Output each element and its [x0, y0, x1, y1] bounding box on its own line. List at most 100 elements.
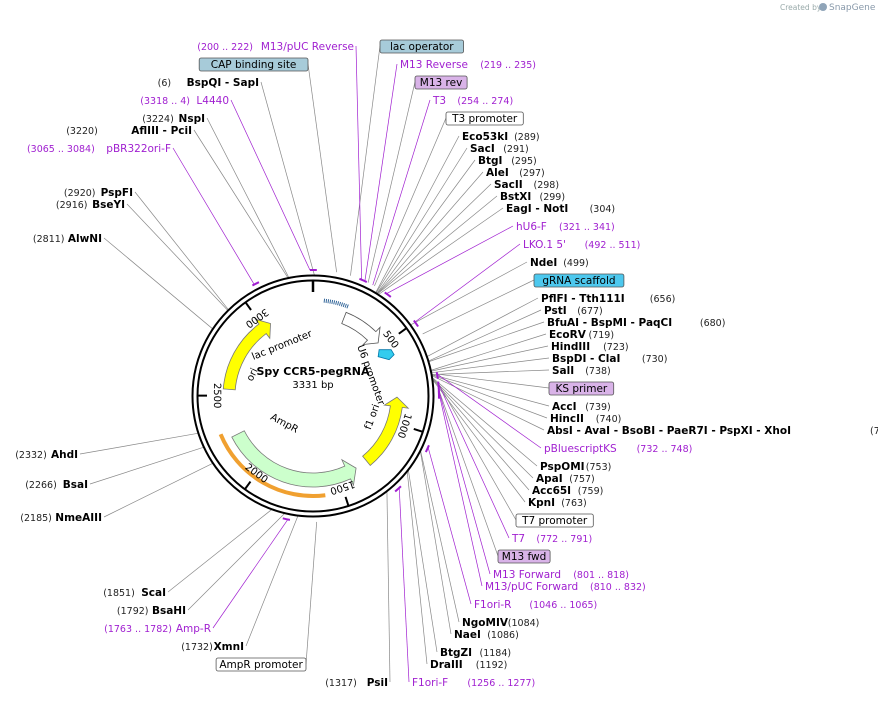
leader-line [432, 378, 530, 491]
feature-box-name: CAP binding site [211, 59, 297, 71]
lac-promoter-region [323, 298, 350, 309]
credit-prefix: Created by [780, 3, 822, 12]
enzyme-position: (291) [503, 144, 529, 155]
tick-label-2500: 2500 [211, 383, 222, 408]
feature-box-name: T3 promoter [451, 113, 518, 125]
site-label-t3: T3(254 .. 274) [432, 95, 513, 107]
enzyme-position: (1084) [508, 618, 540, 629]
primer-name: L4440 [196, 95, 229, 107]
leader-line [187, 513, 285, 611]
site-label-psti: PstI(677) [544, 305, 603, 317]
enzyme-position: (298) [534, 180, 560, 191]
backbone-inner-strand [196, 279, 430, 513]
site-label-bsahi: BsaHI(1792) [117, 605, 186, 617]
leader-line [307, 63, 337, 273]
enzyme-name: BfuAI - BspMI - PaqCI [547, 317, 672, 329]
enzyme-name: AccI [552, 401, 576, 413]
site-label-t7-promoter: T7 promoter [515, 513, 594, 528]
site-label-bseyi: BseYI(2916) [56, 199, 125, 211]
site-label-m13-fwd: M13 fwd [497, 549, 551, 564]
enzyme-position: (753) [586, 462, 612, 473]
site-label-m13-forward: M13 Forward(801 .. 818) [493, 569, 629, 581]
primer-name: F1ori-R [474, 599, 511, 611]
primer-site-mark [424, 444, 430, 453]
site-label-xmni: XmnI(1732) [181, 641, 244, 653]
leader-line [377, 195, 498, 295]
leader-line [432, 378, 534, 479]
site-label-ahdi: AhdI(2332) [15, 449, 78, 461]
primer-name: Amp-R [176, 623, 211, 635]
leader-line [432, 377, 538, 467]
enzyme-position: (2811) [33, 234, 65, 245]
primer-name: hU6-F [516, 221, 547, 233]
feature-box [533, 273, 625, 288]
leader-line [372, 99, 431, 286]
enzyme-name: NspI [179, 113, 205, 125]
site-label-bfuai-bspmi-paqci: BfuAI - BspMI - PaqCI(680) [547, 317, 725, 329]
leader-line [378, 207, 504, 295]
leader-line [431, 357, 550, 374]
tick-mark-1500 [344, 496, 350, 506]
primer-position: (219 .. 235) [480, 60, 536, 71]
enzyme-position: (304) [590, 204, 616, 215]
leader-line [428, 309, 542, 362]
site-label-sali: SalI(738) [552, 365, 611, 377]
site-label-naei: NaeI(1086) [454, 629, 519, 641]
enzyme-name: ScaI [141, 587, 166, 599]
enzyme-name: EcoRV [549, 329, 587, 341]
site-label-hincii: HincII(740) [550, 413, 621, 425]
feature-box [548, 381, 615, 396]
primer-position: (200 .. 222) [197, 42, 253, 53]
feature-box-name: M13 fwd [502, 551, 547, 563]
primer-name: M13/pUC Reverse [261, 41, 354, 53]
site-label-pflfi-tth111i: PflFI - Tth111I(656) [541, 293, 675, 305]
site-label-bspqi-sapi: BspQI - SapI(6) [158, 77, 259, 89]
enzyme-position: (499) [563, 258, 589, 269]
leader-line [89, 446, 204, 485]
plasmid-name: Spy CCR5-pegRNA [256, 365, 370, 378]
site-label-hu6-f: hU6-F(321 .. 341) [516, 221, 615, 233]
leader-line [438, 390, 499, 557]
leader-line [431, 345, 549, 372]
enzyme-name: PflFI - Tth111I [541, 293, 625, 305]
site-label-pbluescriptks: pBluescriptKS(732 .. 748) [544, 443, 692, 455]
leader-line [427, 447, 472, 605]
primer-site-mark [282, 517, 291, 521]
site-label-btgi: BtgI(295) [478, 155, 537, 167]
primer-position: (801 .. 818) [573, 570, 629, 581]
enzyme-name: PstI [544, 305, 567, 317]
leader-line [364, 63, 398, 282]
primer-site-mark [435, 372, 439, 379]
enzyme-position: (1851) [103, 588, 135, 599]
site-label-m13-rev: M13 rev [414, 75, 468, 90]
enzyme-position: (1086) [487, 630, 519, 641]
primer-position: (1046 .. 1065) [529, 600, 597, 611]
site-label-bspdi-clai: BspDI - ClaI(730) [552, 353, 667, 365]
leader-line [350, 45, 381, 276]
primer-position: (254 .. 274) [457, 96, 513, 107]
enzyme-name: KpnI [528, 497, 555, 509]
enzyme-position: (299) [540, 192, 566, 203]
leader-line [432, 374, 550, 407]
site-label-btgzi: BtgZI(1184) [440, 647, 511, 659]
enzyme-position: (1732) [181, 642, 213, 653]
enzyme-name: Eco53kI [462, 131, 508, 143]
enzyme-position: (1192) [476, 660, 508, 671]
enzyme-name: XmnI [214, 641, 244, 653]
leader-line [438, 390, 491, 575]
enzyme-name: HindIII [551, 341, 590, 353]
site-label-t3-promoter: T3 promoter [445, 111, 524, 126]
leader-line [260, 81, 315, 276]
site-label-t7: T7(772 .. 791) [511, 533, 592, 545]
primer-position: (1763 .. 1782) [104, 624, 172, 635]
enzyme-position: (2916) [56, 200, 88, 211]
enzyme-position: (1792) [117, 606, 149, 617]
leader-line [193, 129, 289, 278]
f1-ori-feature [362, 396, 410, 467]
enzyme-position: (3220) [66, 126, 98, 137]
leader-line [134, 191, 229, 310]
feature-label-f1-ori: f1 ori [363, 403, 382, 431]
enzyme-name: HincII [550, 413, 584, 425]
site-label-hindiii: HindIII(723) [551, 341, 629, 353]
